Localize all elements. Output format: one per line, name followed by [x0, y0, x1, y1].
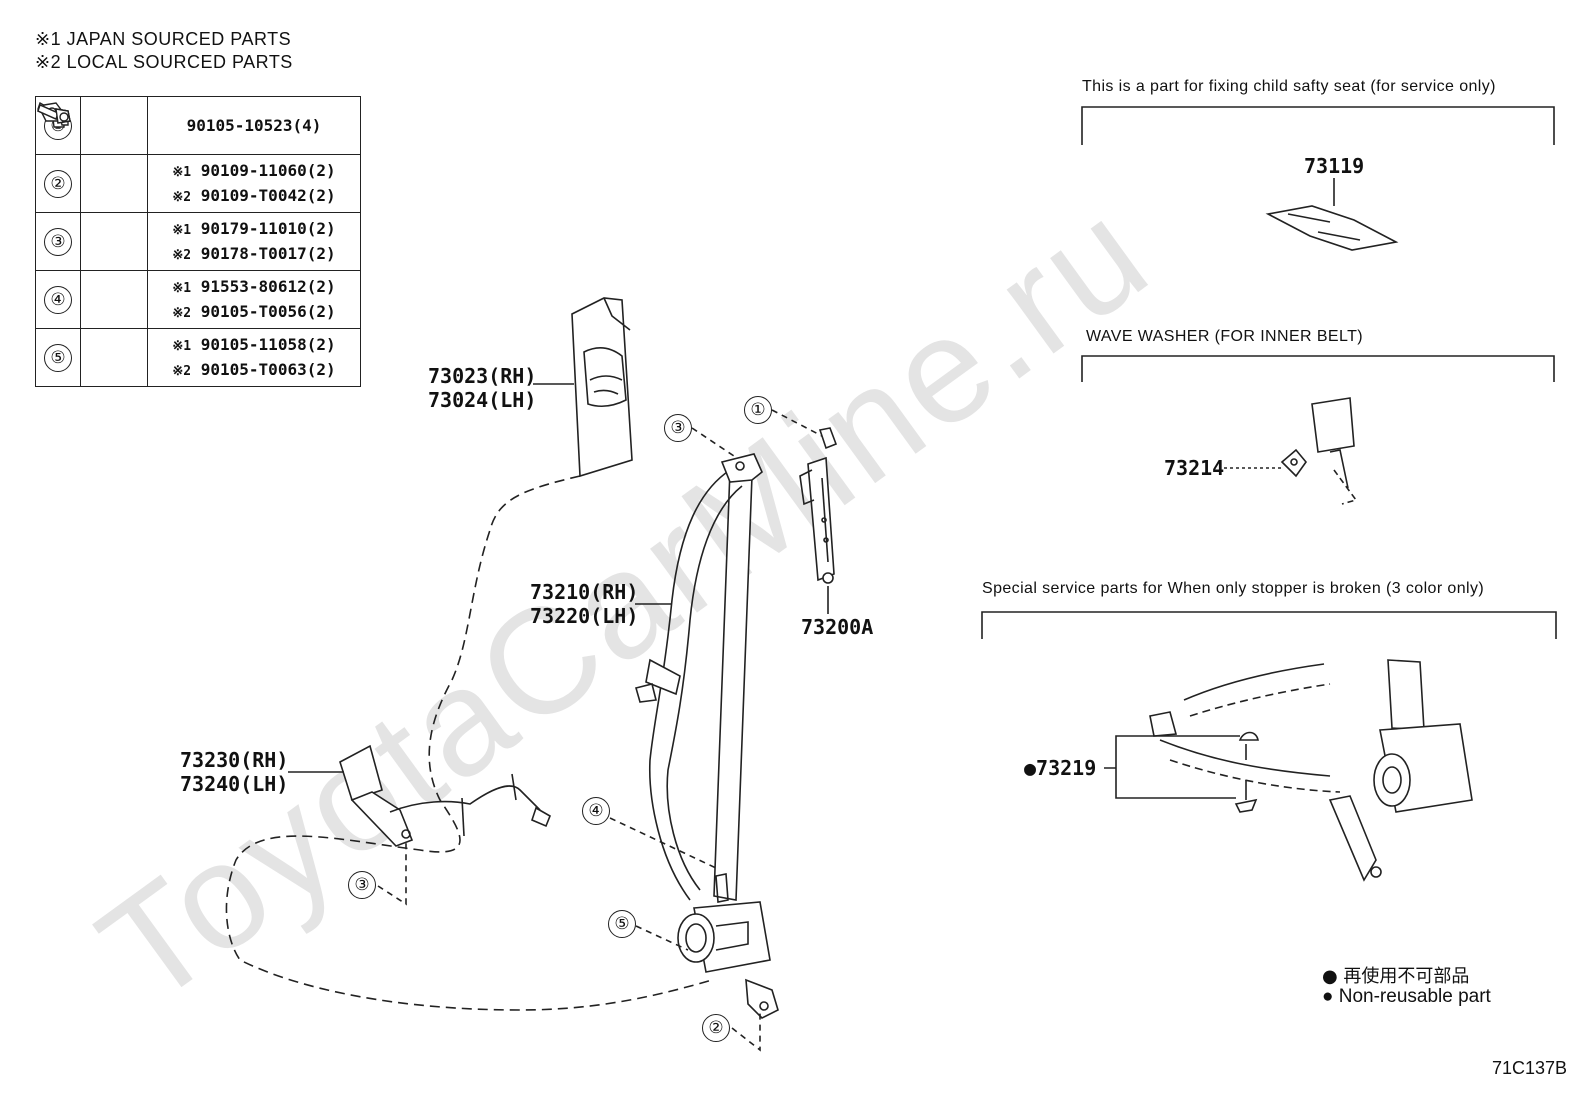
- note-child-seat: This is a part for fixing child safty se…: [1082, 78, 1496, 95]
- part-number: 90105-T0056(2): [200, 301, 336, 321]
- bolt-icon: [36, 103, 148, 387]
- seat-belt-assy-part: [635, 453, 779, 1019]
- legend-local-sourced: ※2 LOCAL SOURCED PARTS: [35, 52, 293, 72]
- fastener-part-line: ※1 90105-11058(2): [148, 333, 360, 358]
- source-mark: ※1: [172, 338, 192, 354]
- callout-wave-washer: 73214: [1164, 456, 1225, 480]
- fastener-ref-cell: ②: [35, 154, 81, 213]
- note-wave-washer: WAVE WASHER (FOR INNER BELT): [1086, 328, 1363, 345]
- nonreusable-jp: ● 再使用不可部品: [1322, 966, 1470, 987]
- fastener-ref: ④: [44, 285, 72, 314]
- callout-adjuster: 73200A: [801, 615, 874, 639]
- child-seat-fixing-part: [1265, 205, 1399, 251]
- source-mark: ※1: [172, 164, 192, 180]
- part-number: 90109-T0042(2): [200, 185, 336, 205]
- fastener-part-line: 90105-10523(4): [148, 114, 360, 137]
- fastener-part-line: ※2 90105-T0056(2): [148, 300, 360, 325]
- fastener-part-line: ※1 90179-11010(2): [148, 217, 360, 242]
- bubble-2: ②: [702, 1014, 730, 1042]
- fastener-part-numbers: 90105-10523(4): [147, 96, 361, 155]
- part-number: 90109-11060(2): [200, 160, 336, 180]
- fastener-row: ⑤※1 90105-11058(2)※2 90105-T0063(2): [35, 103, 361, 387]
- fastener-ref: ⑤: [44, 343, 72, 372]
- fastener-ref: ②: [44, 169, 72, 198]
- fastener-part-line: ※1 90109-11060(2): [148, 159, 360, 184]
- source-mark: ※2: [172, 189, 192, 205]
- bubble-4: ④: [582, 797, 610, 825]
- nonreusable-en: ● Non-reusable part: [1322, 986, 1491, 1007]
- wave-washer-part: [1280, 397, 1358, 505]
- part-number: 90179-11010(2): [200, 218, 336, 238]
- pillar-garnish-part: [571, 297, 633, 478]
- source-mark: ※2: [172, 247, 192, 263]
- stopper-section-detail: [1149, 659, 1473, 882]
- source-mark: ※2: [172, 305, 192, 321]
- note-stopper: Special service parts for When only stop…: [982, 580, 1485, 597]
- bracket-stopper: [981, 611, 1557, 639]
- part-number: 90105-T0063(2): [200, 359, 336, 379]
- fastener-part-numbers: ※1 91553-80612(2)※2 90105-T0056(2): [147, 270, 361, 329]
- fastener-row: ④※1 91553-80612(2)※2 90105-T0056(2): [35, 103, 361, 329]
- fastener-ref-cell: ③: [35, 212, 81, 271]
- bubble-1: ①: [744, 396, 772, 424]
- fastener-row: ②※1 90109-11060(2)※2 90109-T0042(2): [35, 101, 361, 213]
- callout-child-seat-part: 73119: [1304, 154, 1365, 178]
- source-mark: ※1: [172, 280, 192, 296]
- callout-buckle: 73230(RH) 73240(LH): [180, 748, 289, 796]
- bubble-5: ⑤: [608, 910, 636, 938]
- fastener-part-numbers: ※1 90105-11058(2)※2 90105-T0063(2): [147, 328, 361, 387]
- part-number: 91553-80612(2): [200, 276, 336, 296]
- height-adjuster-part: [799, 427, 838, 584]
- fastener-part-line: ※2 90105-T0063(2): [148, 358, 360, 383]
- figure-id: 71C137B: [1492, 1058, 1568, 1078]
- callout-stopper: ●73219: [1024, 756, 1097, 780]
- source-mark: ※1: [172, 222, 192, 238]
- fastener-ref: ③: [44, 227, 72, 256]
- fastener-part-numbers: ※1 90109-11060(2)※2 90109-T0042(2): [147, 154, 361, 213]
- callout-belt-assy: 73210(RH) 73220(LH): [530, 580, 639, 628]
- fastener-part-line: ※2 90109-T0042(2): [148, 184, 360, 209]
- part-number: 90178-T0017(2): [200, 243, 336, 263]
- part-number: 90105-11058(2): [200, 334, 336, 354]
- bubble-3-lower: ③: [348, 871, 376, 899]
- bracket-wave-washer: [1081, 355, 1555, 382]
- bubble-3-upper: ③: [664, 414, 692, 442]
- fastener-part-line: ※1 91553-80612(2): [148, 275, 360, 300]
- part-number: 90105-10523(4): [186, 116, 322, 135]
- legend-japan-sourced: ※1 JAPAN SOURCED PARTS: [35, 29, 292, 49]
- fastener-part-line: ※2 90178-T0017(2): [148, 242, 360, 267]
- fastener-ref-cell: ⑤: [35, 328, 81, 387]
- source-mark: ※2: [172, 363, 192, 379]
- bracket-child-seat: [1081, 106, 1555, 145]
- callout-pillar-garnish: 73023(RH) 73024(LH): [428, 364, 537, 412]
- seat-outline: [225, 475, 713, 1011]
- buckle-part: [339, 744, 552, 847]
